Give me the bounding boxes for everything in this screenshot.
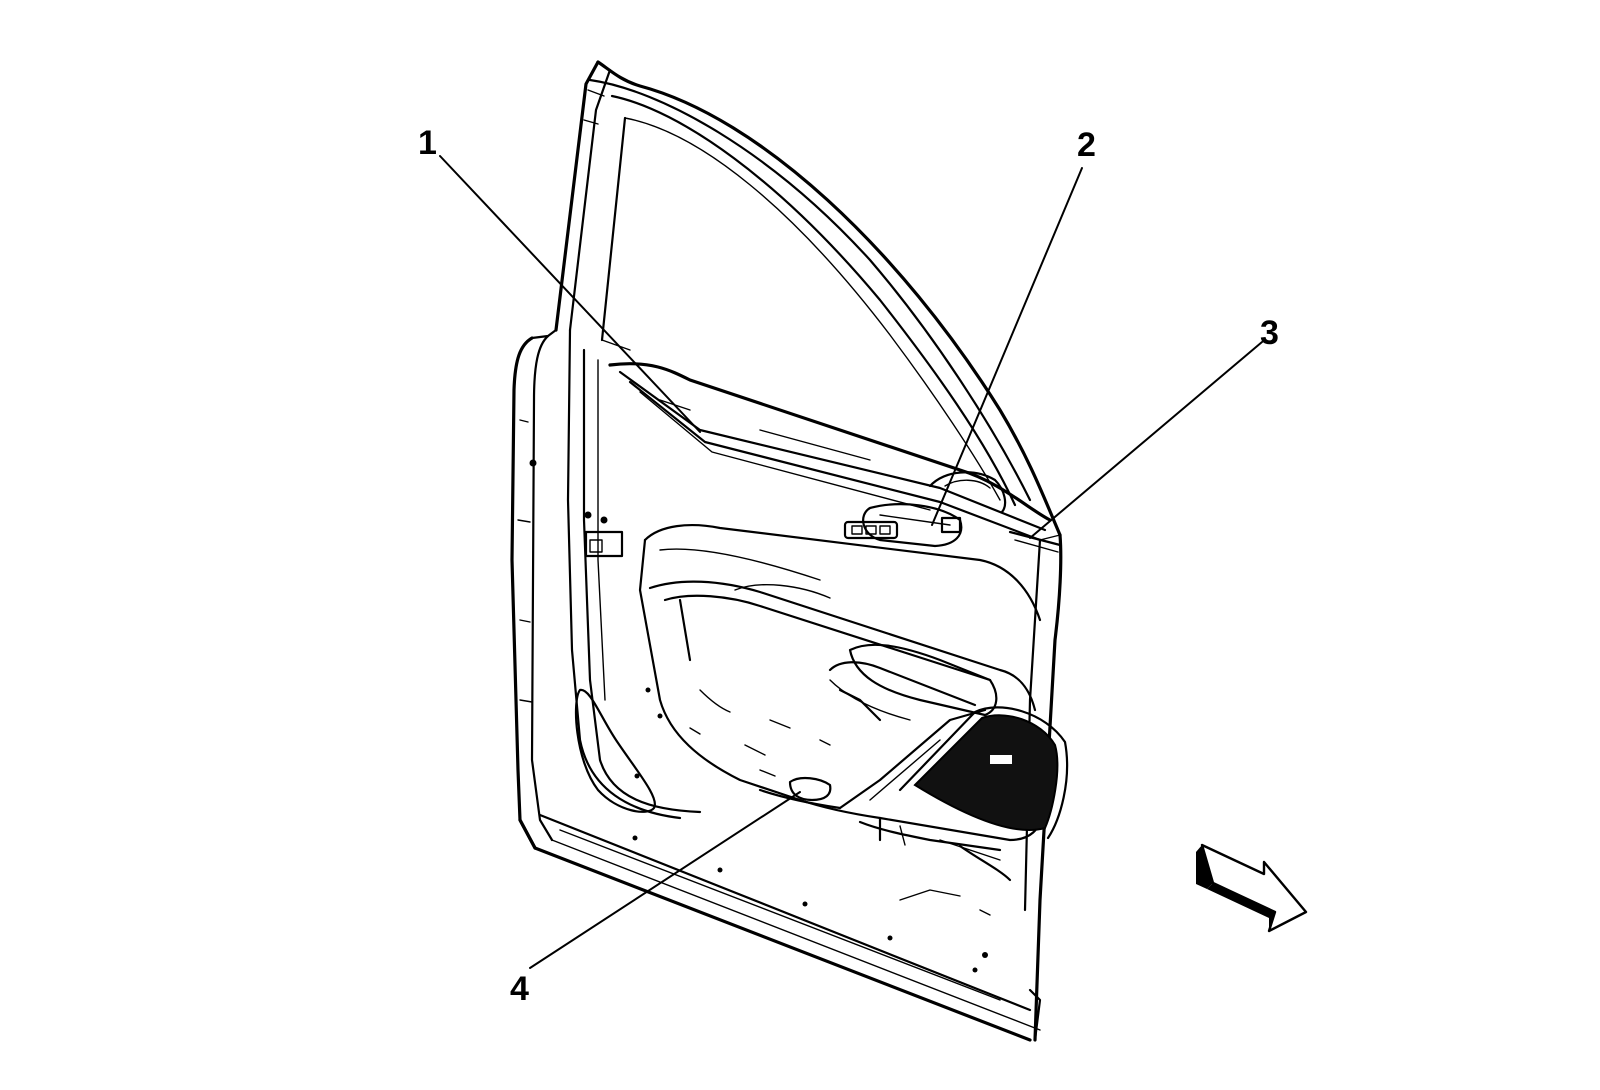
leader-line-2 [931, 167, 1083, 526]
door-upper-trim [608, 362, 1062, 553]
leader-line-1 [439, 155, 701, 433]
door-trim-panel [638, 524, 1047, 958]
callout-3: 3 [1260, 314, 1279, 352]
callout-4: 4 [510, 970, 529, 1008]
speaker-grille [898, 706, 1069, 840]
leader-line-4 [529, 791, 801, 969]
leader-lines [439, 155, 1263, 969]
forward-direction-arrow-icon [1196, 843, 1308, 933]
leader-line-3 [1029, 341, 1263, 539]
door-outer-frame [510, 60, 1063, 1042]
callout-2: 2 [1077, 126, 1096, 164]
callout-1: 1 [418, 124, 437, 162]
